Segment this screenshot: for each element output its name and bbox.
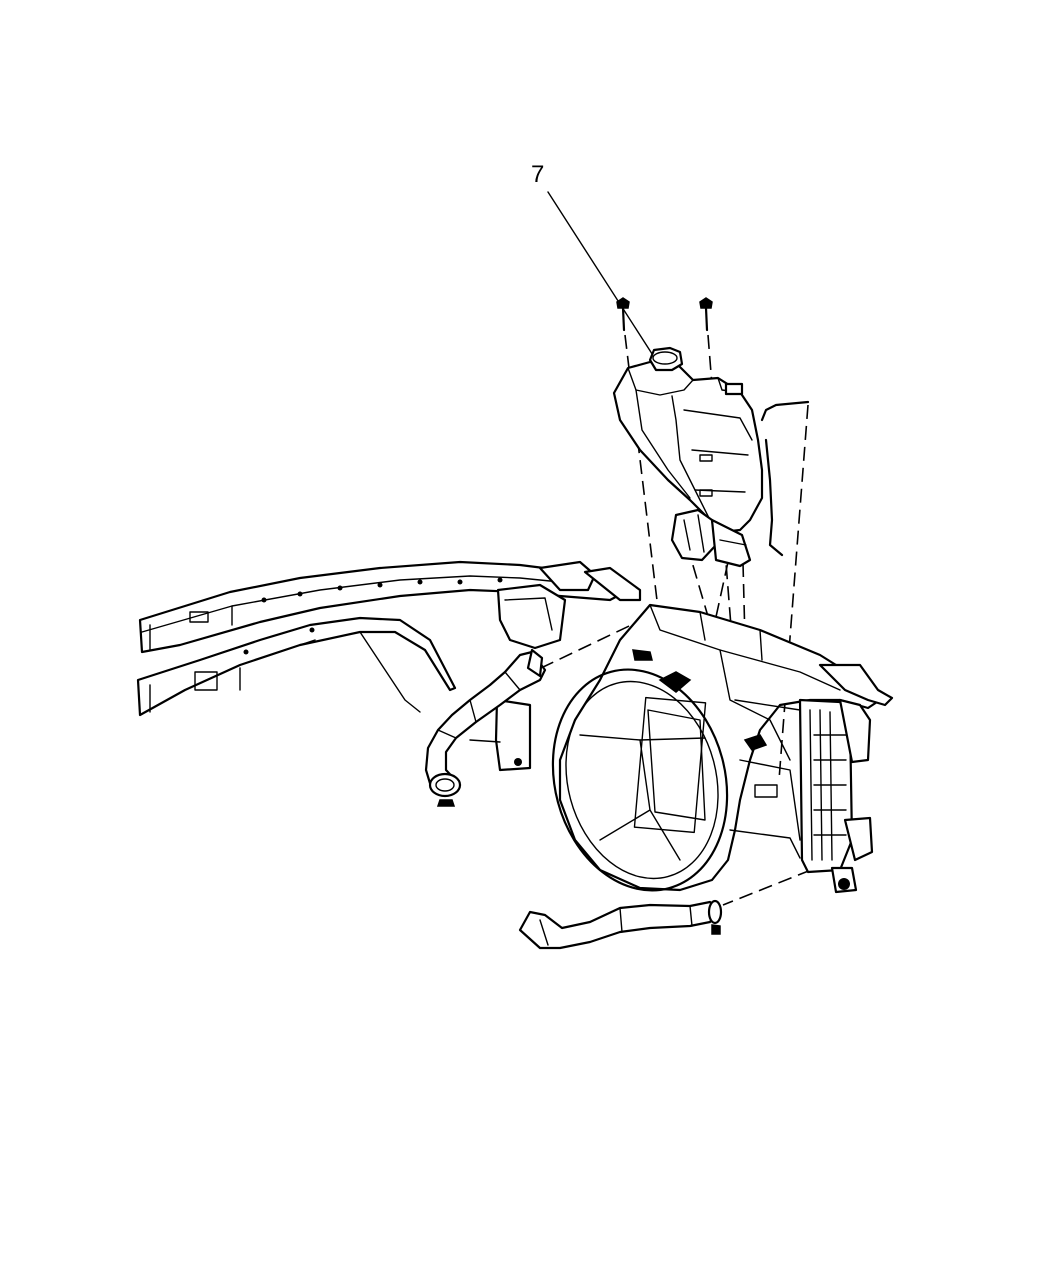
lower-radiator-hose: [518, 899, 723, 950]
coolant-reservoir: [612, 346, 810, 568]
bolt-left: [616, 297, 630, 309]
reservoir-mount-bolts: [616, 297, 713, 332]
frame-rail-lower: [136, 616, 457, 717]
bolt-right: [699, 297, 713, 309]
upper-radiator-hose: [424, 648, 547, 807]
callout-leader-line-7: [547, 191, 657, 361]
frame-crossmember: [469, 560, 642, 772]
callout-number-7: 7: [531, 161, 544, 188]
radiator-shroud: [551, 603, 894, 894]
callout-7: 7: [531, 161, 657, 361]
